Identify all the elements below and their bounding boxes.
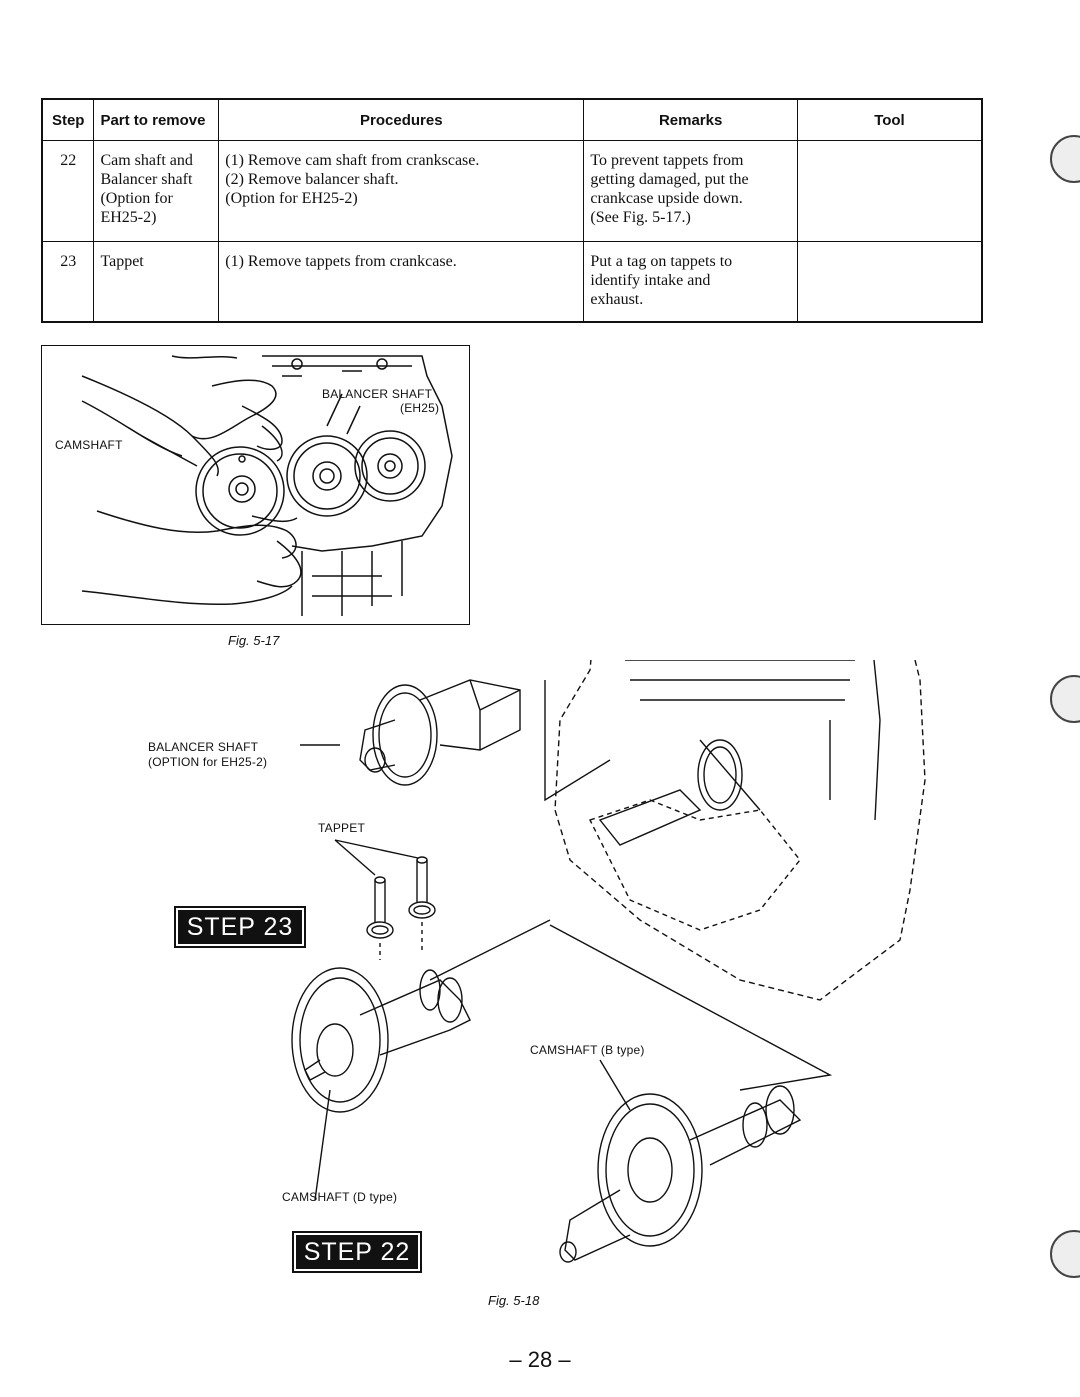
fig17-balancer-shaft-label: BALANCER SHAFT [322, 387, 433, 401]
fig-5-17-caption: Fig. 5-17 [228, 633, 280, 648]
page-number: – 28 – [509, 1347, 571, 1372]
fig18-balancer-option-label: (OPTION for EH25-2) [148, 755, 268, 769]
fig18-tappet-label: TAPPET [318, 821, 365, 835]
fig-5-17-illustration [41, 345, 470, 625]
header-tool: Tool [796, 98, 983, 141]
table-header-row: Step Part to remove Procedures Remarks T… [41, 98, 983, 141]
cell-step: 23 [41, 241, 95, 322]
fig18-camshaft-d-label: CAMSHAFT (D type) [282, 1190, 398, 1204]
fig-5-18-caption: Fig. 5-18 [488, 1293, 540, 1308]
fig17-camshaft-label: CAMSHAFT [55, 438, 123, 452]
cell-part: Tappet [93, 241, 220, 322]
cell-procedures: (1) Remove cam shaft from crankscase. (2… [218, 140, 585, 242]
cell-step: 22 [41, 140, 95, 242]
cell-part: Cam shaft and Balancer shaft (Option for… [93, 140, 220, 242]
fig18-camshaft-b-label: CAMSHAFT (B type) [530, 1043, 645, 1057]
cell-remarks: Put a tag on tappets to identify intake … [583, 241, 798, 322]
cell-procedures: (1) Remove tappets from crankcase. [218, 241, 585, 322]
fig18-balancer-shaft-label: BALANCER SHAFT [148, 740, 259, 754]
fig-5-18-exploded-drawing [291, 660, 926, 1263]
step-23-badge: STEP 23 [174, 906, 306, 948]
header-procedures: Procedures [218, 98, 585, 141]
binding-hole-top [1050, 135, 1080, 183]
cell-remarks: To prevent tappets from getting damaged,… [583, 140, 798, 242]
table-row: 22 Cam shaft and Balancer shaft (Option … [41, 140, 983, 242]
binding-hole-bottom [1050, 1230, 1080, 1278]
procedure-table: Step Part to remove Procedures Remarks T… [41, 98, 983, 323]
cell-tool [796, 140, 983, 242]
fig17-eh25-label: (EH25) [400, 401, 440, 415]
table-row: 23 Tappet (1) Remove tappets from crankc… [41, 241, 983, 322]
header-part: Part to remove [93, 98, 220, 141]
header-step: Step [41, 98, 95, 141]
header-remarks: Remarks [583, 98, 798, 141]
hands-removing-camshaft-drawing [81, 355, 453, 616]
cell-tool [796, 241, 983, 322]
step-22-badge: STEP 22 [292, 1231, 422, 1273]
